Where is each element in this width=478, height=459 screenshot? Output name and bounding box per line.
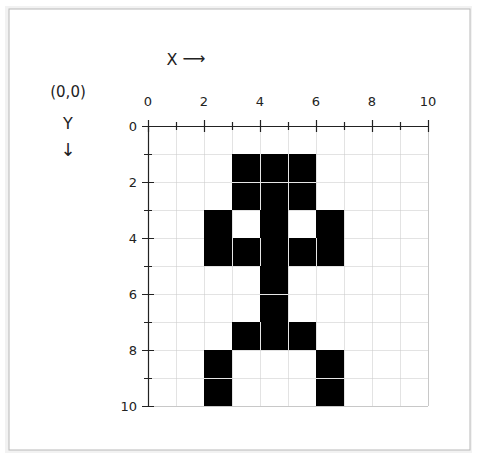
grid-line [428,126,429,406]
tick-number: 8 [129,344,137,357]
tick-number: 4 [129,232,137,245]
axis-arrow: ↓ [60,141,75,159]
tick-number: 2 [200,95,208,108]
tick-number: 10 [420,95,437,108]
tick-number: 0 [144,95,152,108]
tick-number: 0 [129,120,137,133]
frame [9,9,470,450]
tick-number: 2 [129,176,137,189]
tick-number: 10 [120,400,137,413]
tick-number: 6 [129,288,137,301]
frame-shadow [5,6,472,453]
axis-name: Y [63,116,73,132]
axis-name: X [167,52,178,68]
pixels [204,154,344,406]
tick-number: 6 [312,95,320,108]
tick-number: 8 [368,95,376,108]
tick-number: 4 [256,95,264,108]
origin-label: (0,0) [50,85,86,100]
axes [142,120,429,407]
axis-arrow: ⟶ [183,51,206,67]
grid [148,126,428,406]
grid-line [148,406,428,407]
pixel-separators [204,154,344,379]
